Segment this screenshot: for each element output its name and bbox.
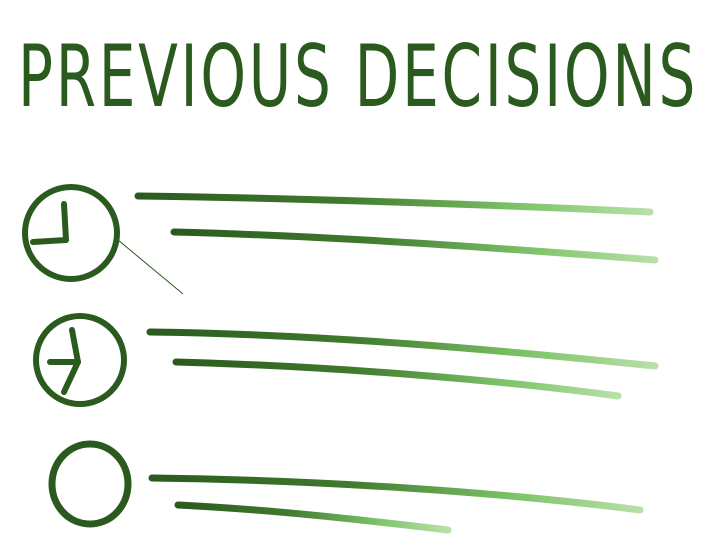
list-item: [48, 440, 644, 534]
text-line-long: [134, 192, 654, 216]
text-line-short: [170, 228, 659, 264]
text-line-long: [148, 474, 644, 514]
text-line-short: [172, 358, 622, 400]
list-item: [22, 184, 659, 295]
page-title: PREVIOUS DECISIONS: [18, 27, 698, 127]
text-line-short: [174, 501, 452, 534]
clock-icon: [33, 313, 127, 407]
list-item: [33, 313, 659, 407]
clock-icon: [22, 184, 184, 295]
circle-icon: [48, 440, 132, 528]
text-line-long: [146, 328, 659, 370]
